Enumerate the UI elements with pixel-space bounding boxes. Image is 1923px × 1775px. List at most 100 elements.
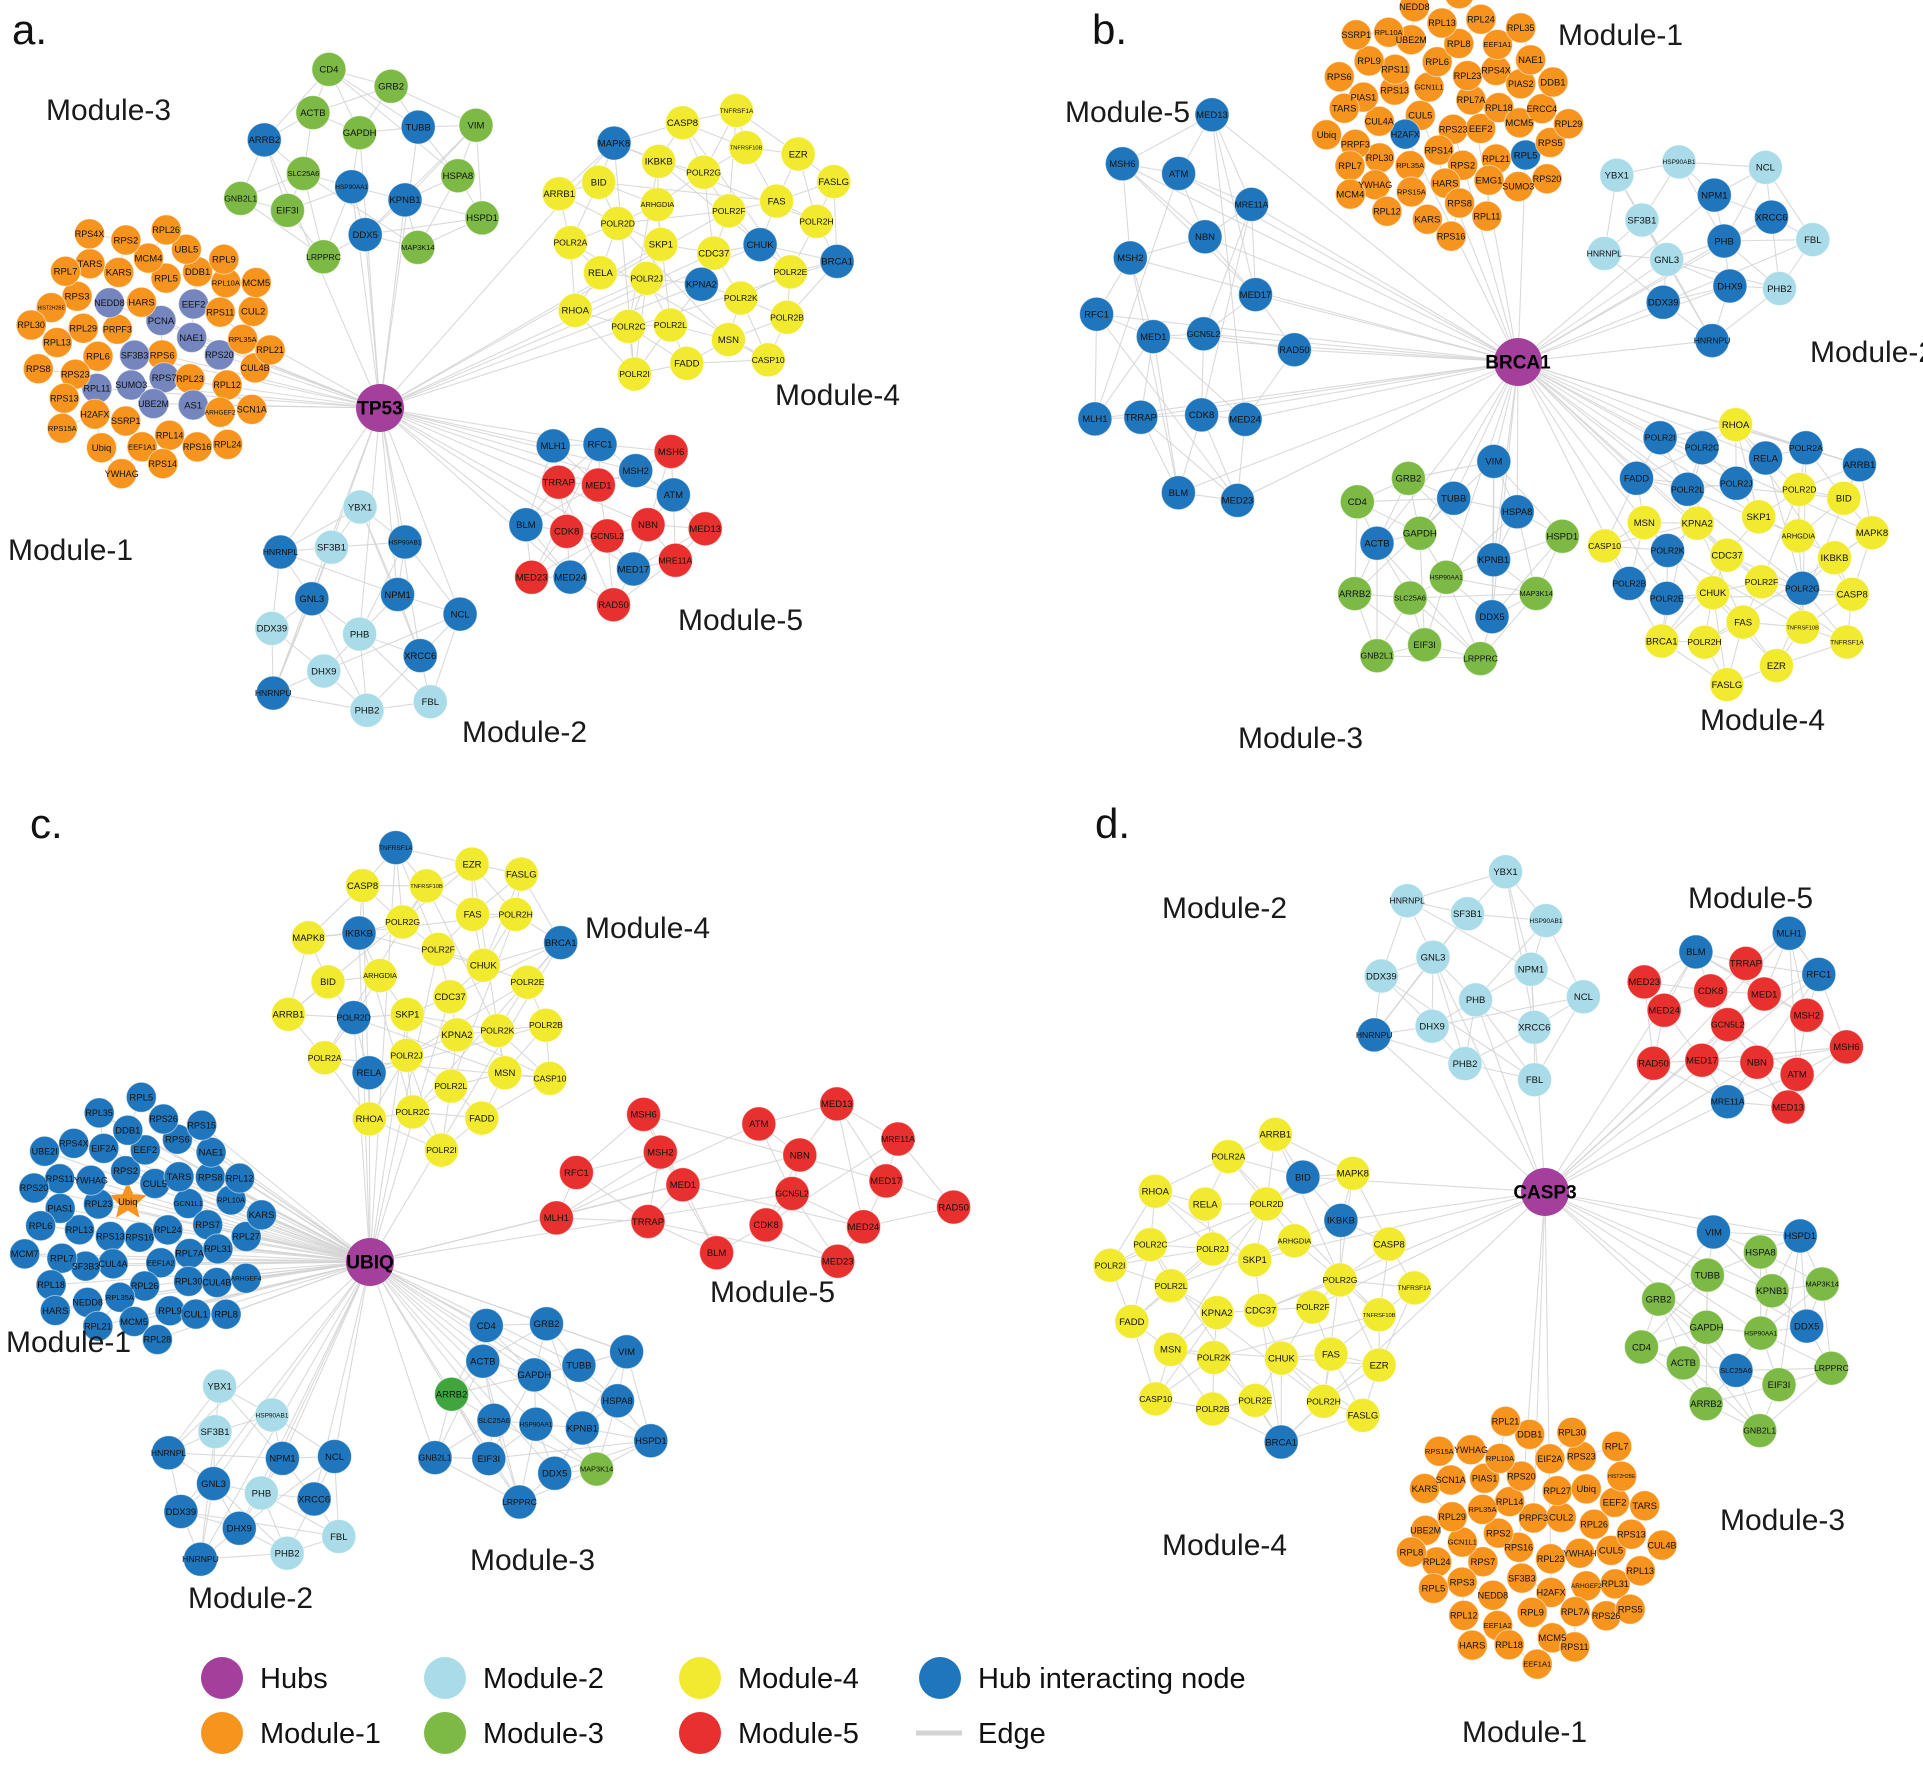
edge (1432, 956, 1546, 1193)
edge (1170, 1203, 1267, 1350)
node (1423, 134, 1455, 166)
node (1263, 1340, 1299, 1376)
node (1410, 1514, 1442, 1546)
edge (90, 1179, 371, 1263)
node-label: EIF3I (1768, 1380, 1791, 1391)
node-label: LRPPRC (306, 252, 341, 262)
node-label: POLR2I (619, 369, 650, 379)
edge (1204, 236, 1519, 363)
node-label: MED24 (1648, 1006, 1680, 1017)
node-label: POLR2H (1687, 637, 1721, 647)
node-label: RPL18 (1495, 1640, 1523, 1650)
node (1153, 1268, 1189, 1304)
node-label: GNL3 (1654, 255, 1679, 266)
node (103, 256, 135, 288)
node (617, 356, 652, 392)
node (1679, 505, 1715, 541)
node-label: RPS2 (113, 235, 138, 246)
node (210, 1298, 242, 1330)
node-label: RPL6 (29, 1221, 53, 1232)
node (1718, 1352, 1754, 1388)
node-label: CDK8 (554, 527, 579, 538)
node-label: RPL21 (1492, 1417, 1520, 1427)
node (110, 1155, 142, 1187)
node (342, 489, 378, 525)
node-label: ARHGEF4 (231, 1275, 262, 1282)
node-label: HSPD1 (1784, 1231, 1816, 1242)
node-label: MED1 (670, 1180, 696, 1191)
node-label: PCNA (148, 316, 175, 327)
node (1804, 1266, 1840, 1302)
edge (379, 142, 615, 409)
node-label: RPL9 (1520, 1608, 1544, 1619)
node-label: CASP8 (667, 118, 698, 129)
node-label: BID (1836, 494, 1852, 505)
edge (1203, 204, 1253, 334)
node (653, 434, 689, 469)
legend-swatch-interact (919, 1657, 961, 1699)
node (487, 1055, 523, 1091)
node (204, 396, 236, 428)
node (1513, 951, 1549, 987)
node (1587, 528, 1623, 564)
node (683, 266, 719, 302)
node-label: CUL4B (1647, 1540, 1676, 1550)
node-label: GNL3 (1421, 953, 1446, 964)
node-label: EEF1A2 (1484, 1621, 1512, 1630)
node (696, 235, 732, 271)
node (633, 1423, 669, 1459)
node-label: CDK8 (1698, 986, 1723, 997)
node-label: EEF1A2 (147, 1258, 175, 1267)
node (202, 1233, 234, 1265)
node (1709, 667, 1745, 703)
node-label: POLR2A (1211, 1152, 1245, 1162)
node (342, 616, 378, 652)
node-label: RPL26 (131, 1281, 159, 1291)
node (110, 405, 142, 437)
node-label: CD4 (1632, 1342, 1651, 1353)
edge (180, 1510, 339, 1538)
node-label: RPL35 (85, 1108, 113, 1118)
node (420, 931, 456, 967)
node (1854, 515, 1890, 551)
node (1398, 0, 1430, 23)
node (1624, 1555, 1656, 1587)
node (1710, 1007, 1746, 1043)
node (719, 93, 754, 128)
node (1323, 61, 1355, 93)
node-label: RPS4X (75, 229, 105, 239)
node (711, 193, 747, 229)
node (1426, 7, 1458, 39)
node (1521, 1648, 1553, 1680)
node-label: TUBB (406, 122, 431, 133)
edge (558, 481, 615, 605)
node-label: RPS11 (46, 1174, 74, 1184)
node-label: RPL35 (1507, 23, 1535, 33)
node-label: FBL (330, 1532, 347, 1543)
node (321, 1519, 357, 1554)
node-label: HSP90AA1 (1430, 575, 1463, 582)
node (1227, 401, 1263, 437)
node-label: POLR2E (511, 977, 545, 987)
node-label: EEF1A1 (128, 442, 156, 451)
edge (1658, 1298, 1761, 1431)
node-label: SCN1A (1436, 1475, 1466, 1485)
node (532, 1060, 568, 1096)
node-label: RPL24 (214, 440, 242, 450)
node (1570, 1473, 1602, 1505)
node (1323, 1202, 1359, 1238)
node (454, 846, 490, 882)
node (129, 1134, 161, 1166)
node-label: DDB1 (115, 1126, 140, 1137)
node-label: SF3B1 (200, 1427, 229, 1438)
node (1553, 108, 1584, 140)
node (609, 1334, 645, 1370)
node (1361, 1297, 1397, 1333)
node (1465, 113, 1497, 144)
node-label: HSP90AA1 (519, 1421, 552, 1428)
node (385, 904, 421, 940)
edge (379, 407, 571, 578)
node-label: POLR2I (1095, 1260, 1126, 1270)
edge (1517, 285, 1731, 363)
node-label: RPL35A (106, 1293, 134, 1302)
